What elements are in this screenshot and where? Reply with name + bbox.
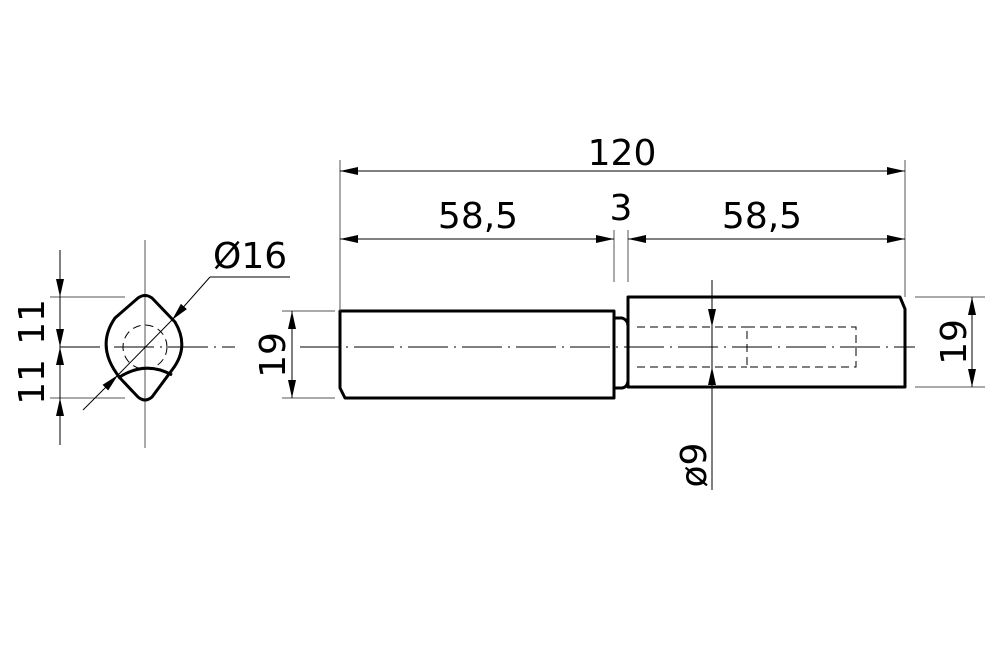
- dim-left-height: 19: [253, 332, 294, 378]
- right-cylinder: [626, 295, 907, 389]
- dim-right-height: 19: [934, 319, 975, 365]
- dim-total-length: 120: [588, 133, 657, 174]
- end-view-outline: [104, 294, 184, 402]
- end-view-hidden-bore: [122, 324, 168, 370]
- hidden-bore-end: [746, 326, 857, 368]
- diameter-leader: [82, 374, 119, 411]
- side-view: 120 58,5 3 58,5 19 19 ø9: [253, 133, 985, 490]
- left-cylinder: [338, 309, 616, 400]
- dim-gap: 3: [610, 188, 633, 229]
- diameter-leader: [117, 319, 173, 376]
- diameter-leader: [171, 276, 211, 321]
- end-view-flat: [117, 366, 173, 380]
- dim-right-length: 58,5: [722, 196, 802, 237]
- dim-upper-offset: 11: [12, 299, 53, 345]
- dim-bore-diameter: ø9: [674, 443, 715, 488]
- end-view: 11 11 Ø16: [12, 236, 290, 448]
- dim-lower-offset: 11: [12, 359, 53, 405]
- dim-left-length: 58,5: [438, 196, 518, 237]
- dim-end-diameter: Ø16: [213, 236, 287, 277]
- neck: [614, 316, 630, 390]
